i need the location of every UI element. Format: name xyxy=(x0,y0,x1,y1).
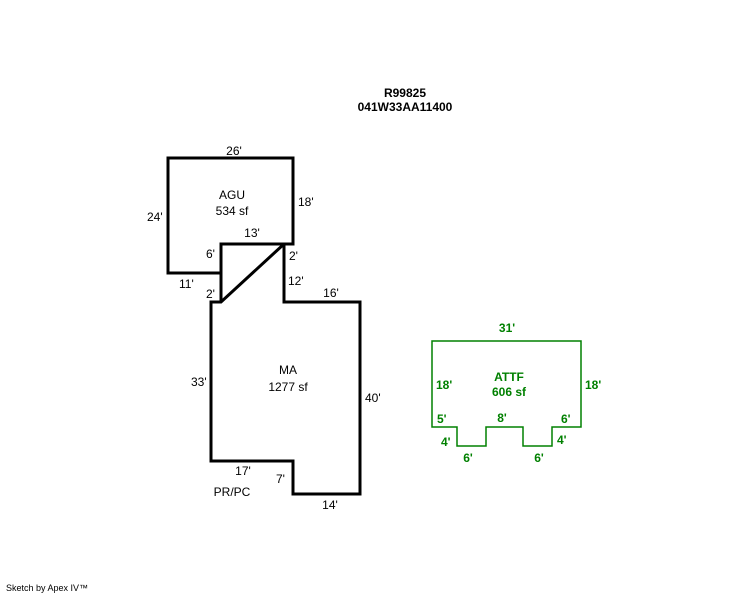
attf-dim-seg3: 6' xyxy=(561,412,571,426)
agu-outline xyxy=(166,156,295,302)
attf-dim-notch1-depth: 4' xyxy=(441,435,451,449)
agu-dim-top: 26' xyxy=(226,144,242,158)
parcel-id: R99825 xyxy=(383,86,427,100)
agu-code: AGU xyxy=(219,188,245,202)
ma-area: 1277 sf xyxy=(268,380,308,394)
ma-outline xyxy=(209,242,362,496)
attf-dim-left: 18' xyxy=(436,378,452,392)
ma-dim-left-upper: 2' xyxy=(206,287,215,301)
pr-pc-label: PR/PC xyxy=(214,485,251,499)
ma-code: MA xyxy=(279,363,297,377)
map-number: 041W33AA11400 xyxy=(357,100,453,114)
agu-dim-left: 24' xyxy=(147,210,163,224)
agu-dim-inner-left: 6' xyxy=(206,247,215,261)
ma-dim-top-right: 16' xyxy=(323,286,339,300)
ma-dim-bottom: 14' xyxy=(322,498,338,512)
ma-dim-right-upper: 12' xyxy=(288,274,304,288)
agu-dim-inner-top: 13' xyxy=(244,226,260,240)
ma-dim-step: 7' xyxy=(276,472,285,486)
ma-dim-left: 33' xyxy=(191,375,207,389)
footer-credit: Sketch by Apex IV™ xyxy=(6,583,89,593)
agu-dim-right-lower: 2' xyxy=(289,249,298,263)
attf-dim-seg2: 8' xyxy=(497,411,507,425)
ma-dim-bottom-left: 17' xyxy=(235,464,251,478)
agu-dim-right: 18' xyxy=(298,195,314,209)
attf-dim-top: 31' xyxy=(499,321,515,335)
attf-dim-notch2-depth: 4' xyxy=(557,433,567,447)
attf-code: ATTF xyxy=(494,370,524,384)
attf-dim-notch1-width: 6' xyxy=(463,451,473,465)
ma-dim-right: 40' xyxy=(365,391,381,405)
attf-dim-right: 18' xyxy=(585,378,601,392)
attf-area: 606 sf xyxy=(492,385,527,399)
attf-dim-seg1: 5' xyxy=(437,412,447,426)
agu-area: 534 sf xyxy=(216,204,249,218)
agu-dim-bottom: 11' xyxy=(179,277,194,291)
attf-outline xyxy=(431,340,582,447)
attf-dim-notch2-width: 6' xyxy=(534,451,544,465)
